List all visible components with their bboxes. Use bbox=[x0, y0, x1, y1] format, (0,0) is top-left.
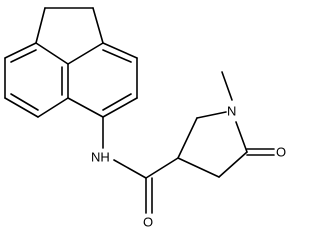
bond bbox=[4, 97, 39, 118]
bond-c2-n1 bbox=[196, 111, 227, 119]
bond-bridge-right bbox=[67, 42, 104, 65]
bond-c5-c4 bbox=[218, 151, 248, 178]
atom-label-o-lactam: O bbox=[276, 145, 286, 160]
atom-label-n-ring: N bbox=[227, 104, 236, 119]
bond-double-inner bbox=[10, 49, 37, 63]
bond-ch2-right bbox=[92, 7, 104, 44]
bond-carbonyl-to-ring bbox=[145, 157, 179, 179]
acenaphthene-right-ring bbox=[67, 42, 138, 118]
bond bbox=[102, 42, 138, 59]
bond bbox=[4, 42, 37, 59]
bond-c4-c3 bbox=[177, 157, 220, 178]
bond bbox=[102, 97, 138, 118]
atom-label-o-amide: O bbox=[143, 215, 153, 230]
acenaphthene-left-ring bbox=[4, 42, 69, 118]
bond-n1-c5 bbox=[235, 121, 248, 153]
atom-label-nh: NH bbox=[91, 150, 110, 165]
bond-bridge-left bbox=[35, 42, 69, 65]
amide-linkage bbox=[102, 116, 179, 214]
bond bbox=[67, 97, 104, 118]
bond-double-inner bbox=[10, 93, 39, 111]
acenaphthene-five-ring bbox=[35, 7, 104, 65]
bond-double-inner bbox=[102, 93, 132, 111]
bond-nh-to-carbonyl bbox=[113, 159, 147, 179]
bond-double-inner bbox=[102, 49, 132, 63]
pyrrolidinone-ring bbox=[177, 71, 275, 178]
chemical-structure: NH N O O bbox=[4, 7, 286, 230]
bond-c3-c2 bbox=[177, 117, 198, 159]
bond-n-methyl bbox=[221, 71, 233, 101]
bond bbox=[37, 97, 69, 118]
bond-ch2-left bbox=[35, 7, 46, 44]
